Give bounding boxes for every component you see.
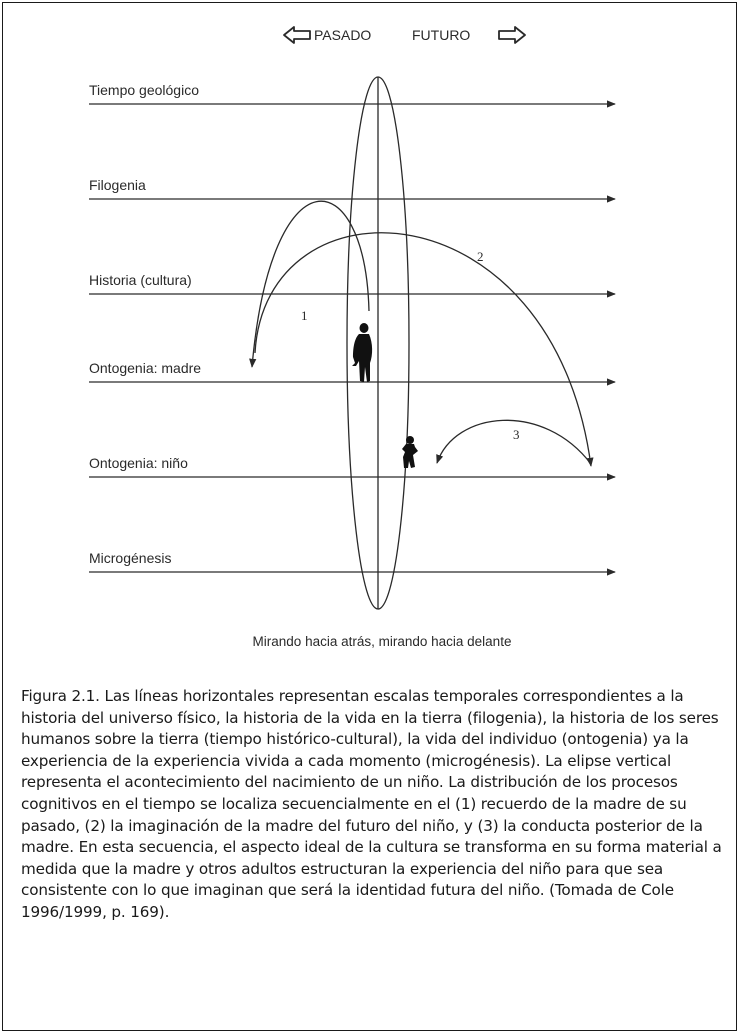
timeline-lines xyxy=(89,104,615,572)
label-ontogenia-madre: Ontogenia: madre xyxy=(89,360,201,376)
process-arcs xyxy=(252,201,591,466)
child-figure-icon xyxy=(402,436,418,468)
label-microgenesis: Microgénesis xyxy=(89,550,171,566)
arc-number-1: 1 xyxy=(301,308,308,323)
label-historia: Historia (cultura) xyxy=(89,272,192,288)
label-filogenia: Filogenia xyxy=(89,177,146,193)
label-tiempo-geologico: Tiempo geológico xyxy=(89,82,199,98)
label-ontogenia-nino: Ontogenia: niño xyxy=(89,455,188,471)
figure-subtitle: Mirando hacia atrás, mirando hacia delan… xyxy=(253,634,512,649)
left-arrow-icon xyxy=(284,27,310,43)
arc-1-memory xyxy=(252,201,369,367)
mother-figure-icon xyxy=(352,323,372,382)
diagram-canvas: PASADO FUTURO Tiempo geológico Filogenia… xyxy=(3,3,736,663)
arc-numbers: 1 2 3 xyxy=(301,249,520,442)
right-arrow-icon xyxy=(499,27,525,43)
arc-number-2: 2 xyxy=(477,249,484,264)
figure-diagram: PASADO FUTURO Tiempo geológico Filogenia… xyxy=(3,3,736,663)
arc-2-imagination xyxy=(255,233,591,466)
figure-caption: Figura 2.1. Las líneas horizontales repr… xyxy=(21,686,723,924)
arc-number-3: 3 xyxy=(513,427,520,442)
header-direction: PASADO FUTURO xyxy=(284,27,525,43)
timeline-labels: Tiempo geológico Filogenia Historia (cul… xyxy=(89,82,201,566)
past-label: PASADO xyxy=(314,27,371,43)
future-label: FUTURO xyxy=(412,27,470,43)
